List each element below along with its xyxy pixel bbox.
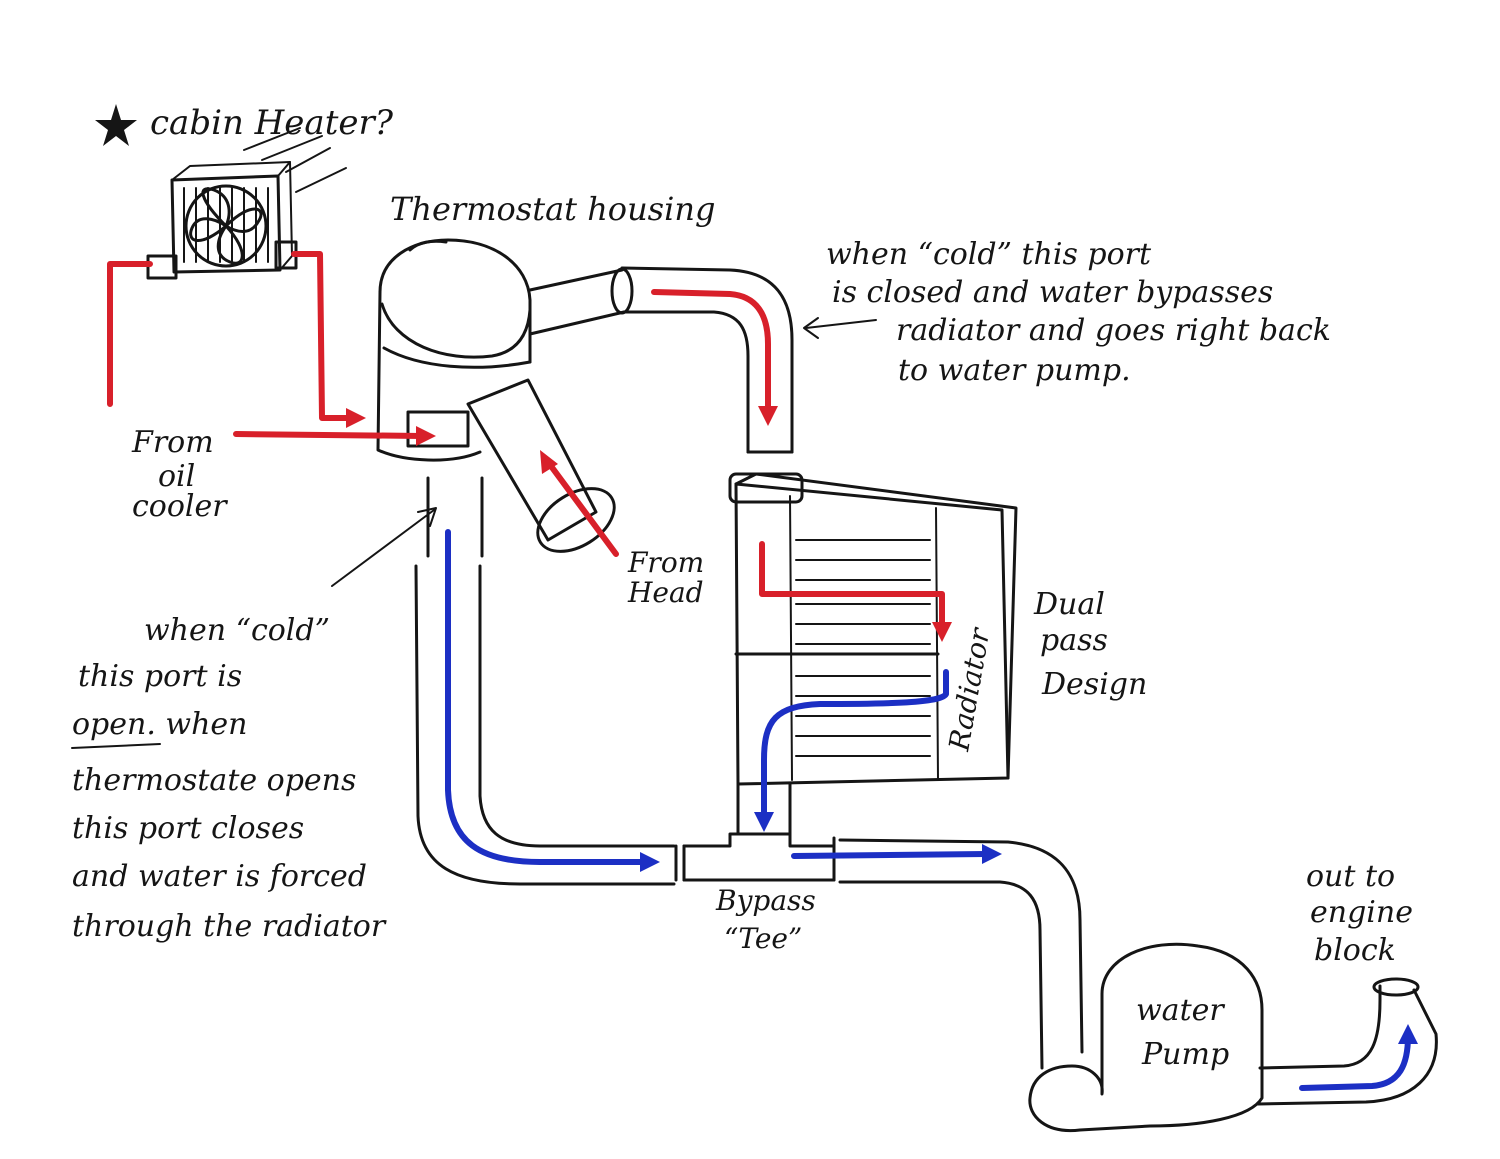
cold-closed-note-line-1: when “cold” this port: [826, 237, 1152, 272]
bypass-hose-inner: [622, 310, 750, 454]
pump-hose-inner: [838, 880, 1044, 1070]
cold-open-note-line-2: this port is: [78, 659, 242, 694]
bypass-red-flow: [651, 289, 771, 415]
out-to-engine-label: out to engine block: [1306, 859, 1413, 968]
dual-pass-line-3: Design: [1041, 667, 1147, 702]
engine-outlet-outer: [1258, 984, 1382, 1070]
bypass-tee-line-1: Bypass: [715, 884, 816, 917]
water-pump-label: water Pump: [1136, 993, 1229, 1072]
thermostat-blue-flow: [445, 529, 647, 865]
thermostat-lower-hose-inner: [478, 564, 676, 848]
tee-blue-flow: [791, 851, 989, 859]
cold-open-note-line-1: when “cold”: [144, 613, 330, 648]
cold-open-note: when “cold” this port is open. when ther…: [72, 613, 387, 944]
radiator-label: Radiator: [942, 624, 996, 754]
fan-icon: [184, 184, 268, 268]
water-pump: [1028, 942, 1264, 1133]
heater-return-red-flow: [107, 261, 153, 407]
head-red-flow: [545, 459, 619, 557]
water-pump-line-2: Pump: [1141, 1037, 1229, 1072]
radiator: [728, 472, 1018, 836]
cold-open-note-line-7: through the radiator: [72, 909, 387, 944]
out-to-engine-line-3: block: [1314, 933, 1396, 968]
star-icon: [95, 104, 137, 146]
engine-outlet-inner: [1256, 988, 1438, 1106]
pump-hose-outer: [838, 838, 1084, 1054]
dual-pass-line-2: pass: [1040, 623, 1108, 658]
cold-closed-note-line-4: to water pump.: [898, 353, 1131, 388]
bypass-tee-line-2: “Tee”: [724, 922, 802, 955]
out-to-engine-line-1: out to: [1306, 859, 1395, 894]
from-oil-cooler-line-3: cooler: [132, 489, 228, 524]
open-underline: [71, 743, 161, 749]
radiator-blue-flow: [761, 669, 949, 821]
thermostat-housing-label: Thermostat housing: [390, 190, 715, 228]
cold-open-note-line-6: and water is forced: [72, 859, 367, 894]
cold-closed-note-line-2: is closed and water bypasses: [832, 275, 1273, 310]
oil-cooler-red-flow: [233, 431, 425, 439]
pointer-arrow-lower: [331, 509, 435, 587]
cold-closed-note: when “cold” this port is closed and wate…: [826, 237, 1331, 388]
bypass-tee: [674, 832, 836, 882]
pointer-arrow-upper: [805, 319, 877, 329]
dual-pass-line-1: Dual: [1033, 587, 1105, 622]
from-oil-cooler-line-1: From: [131, 425, 214, 460]
dual-pass-label: Dual pass Design: [1033, 587, 1147, 702]
cold-open-note-line-4: thermostate opens: [72, 763, 356, 798]
water-pump-line-1: water: [1136, 993, 1225, 1028]
bypass-hose-outer: [620, 266, 794, 454]
from-oil-cooler-label: From oil cooler: [131, 425, 228, 524]
bypass-tee-label: Bypass “Tee”: [715, 884, 816, 955]
from-head-line-1: From: [627, 546, 704, 579]
cabin-heater-label: cabin Heater?: [150, 103, 394, 143]
radiator-red-flow: [759, 541, 945, 631]
thermostat-housing: [376, 238, 634, 558]
engine-blue-flow: [1299, 1033, 1411, 1091]
cold-open-note-line-3: open. when: [72, 707, 248, 742]
cold-closed-note-line-3: radiator and goes right back: [896, 313, 1331, 348]
heater-feed-red-flow: [291, 251, 361, 421]
from-head-line-2: Head: [627, 576, 704, 609]
cabin-heater: [146, 127, 347, 280]
cold-open-note-line-5: this port closes: [72, 811, 304, 846]
thermostat-lower-hose-outer: [414, 564, 676, 886]
from-head-label: From Head: [627, 546, 704, 609]
from-oil-cooler-line-2: oil: [158, 459, 195, 494]
out-to-engine-line-2: engine: [1310, 895, 1413, 930]
